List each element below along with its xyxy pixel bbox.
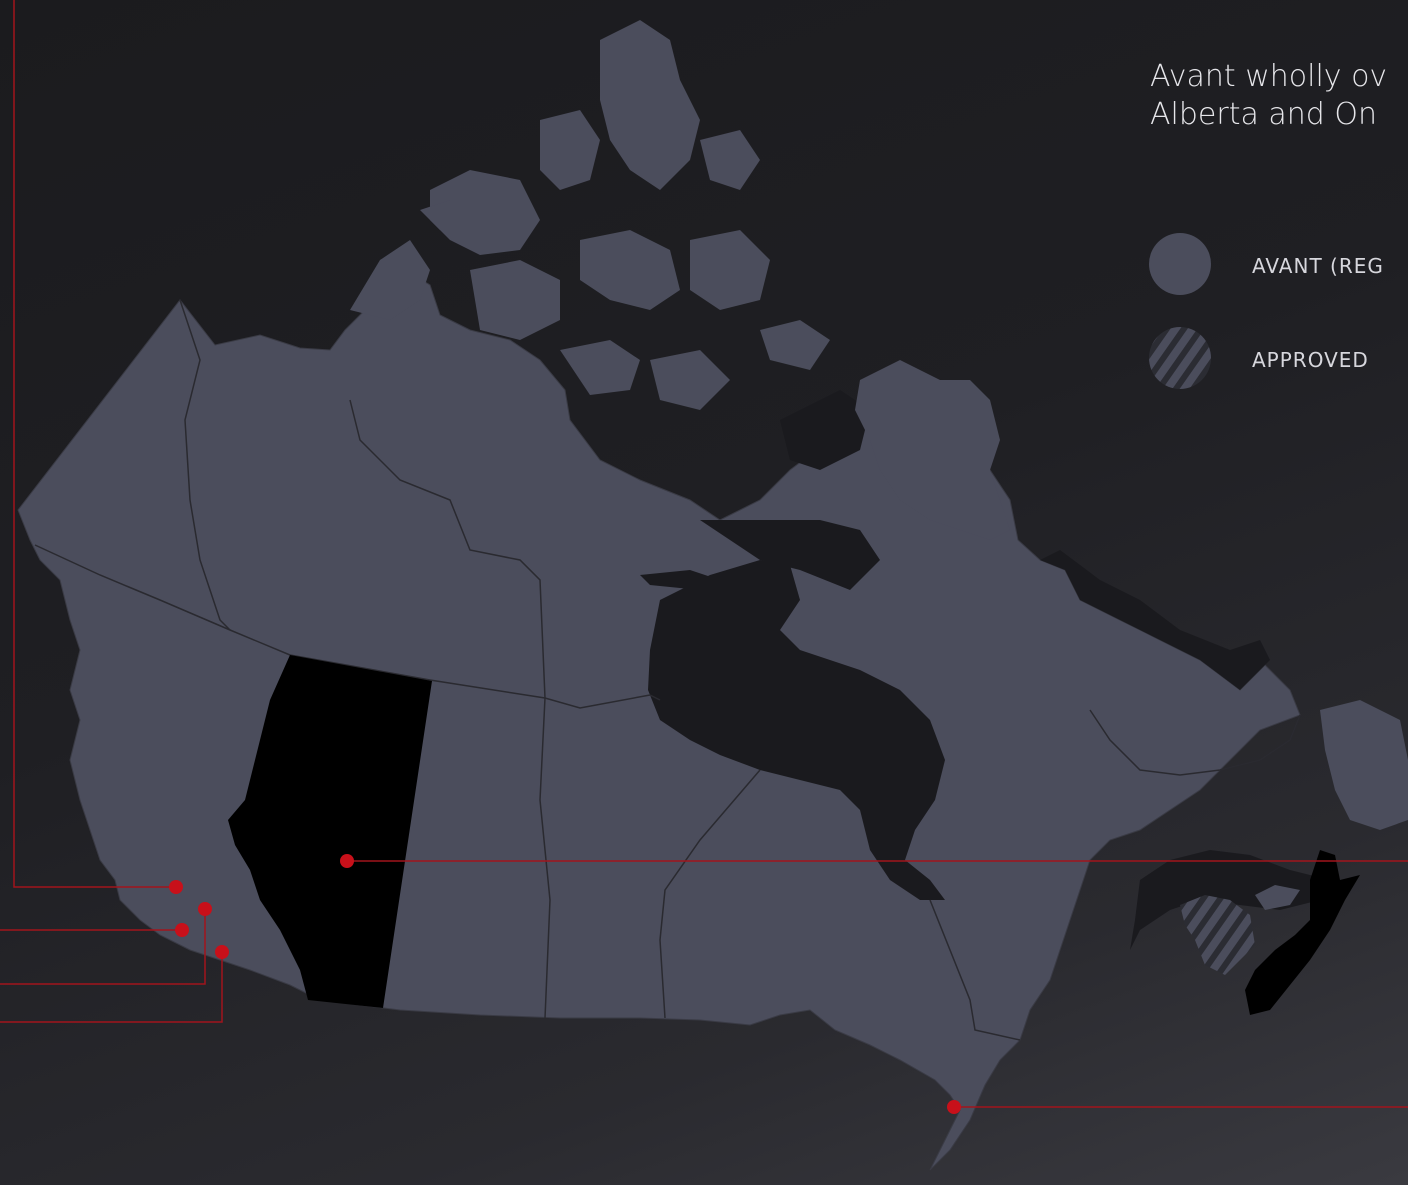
bc-marker-3[interactable] <box>175 923 189 937</box>
prince-edward-island <box>1255 885 1300 910</box>
baffin-island <box>855 360 1010 540</box>
ontario-marker[interactable] <box>947 1100 961 1114</box>
foxe-basin <box>780 390 870 470</box>
legend-label-approved: APPROVED <box>1252 348 1369 372</box>
alberta-region <box>228 655 432 1008</box>
legend-item-approved: APPROVED <box>1148 326 1408 390</box>
circle-striped-icon <box>1149 327 1211 389</box>
hudson-bay <box>648 560 945 900</box>
legend-item-avant: AVANT (REG <box>1148 232 1408 296</box>
leader-lines <box>0 0 1408 1108</box>
nova-scotia-region <box>1245 850 1360 1015</box>
legend-label-avant: AVANT (REG <box>1252 254 1384 278</box>
mainland <box>17 269 1301 1171</box>
map-heading: Avant wholly ov Alberta and On <box>1150 58 1408 134</box>
new-brunswick-region <box>1180 895 1255 975</box>
labrador-coast-water <box>1040 550 1270 690</box>
alberta-marker[interactable] <box>340 854 354 868</box>
bc-marker-4[interactable] <box>215 945 229 959</box>
heading-line-1: Avant wholly ov <box>1150 59 1388 94</box>
circle-solid-icon <box>1149 233 1211 295</box>
james-bay <box>640 570 720 590</box>
provincial-borders <box>34 299 1301 1041</box>
heading-line-2: Alberta and On <box>1150 97 1377 132</box>
arctic-archipelago <box>350 20 830 410</box>
newfoundland <box>1320 700 1408 830</box>
bc-marker-1[interactable] <box>169 880 183 894</box>
hudson-strait <box>700 520 880 590</box>
bc-marker-2[interactable] <box>198 902 212 916</box>
